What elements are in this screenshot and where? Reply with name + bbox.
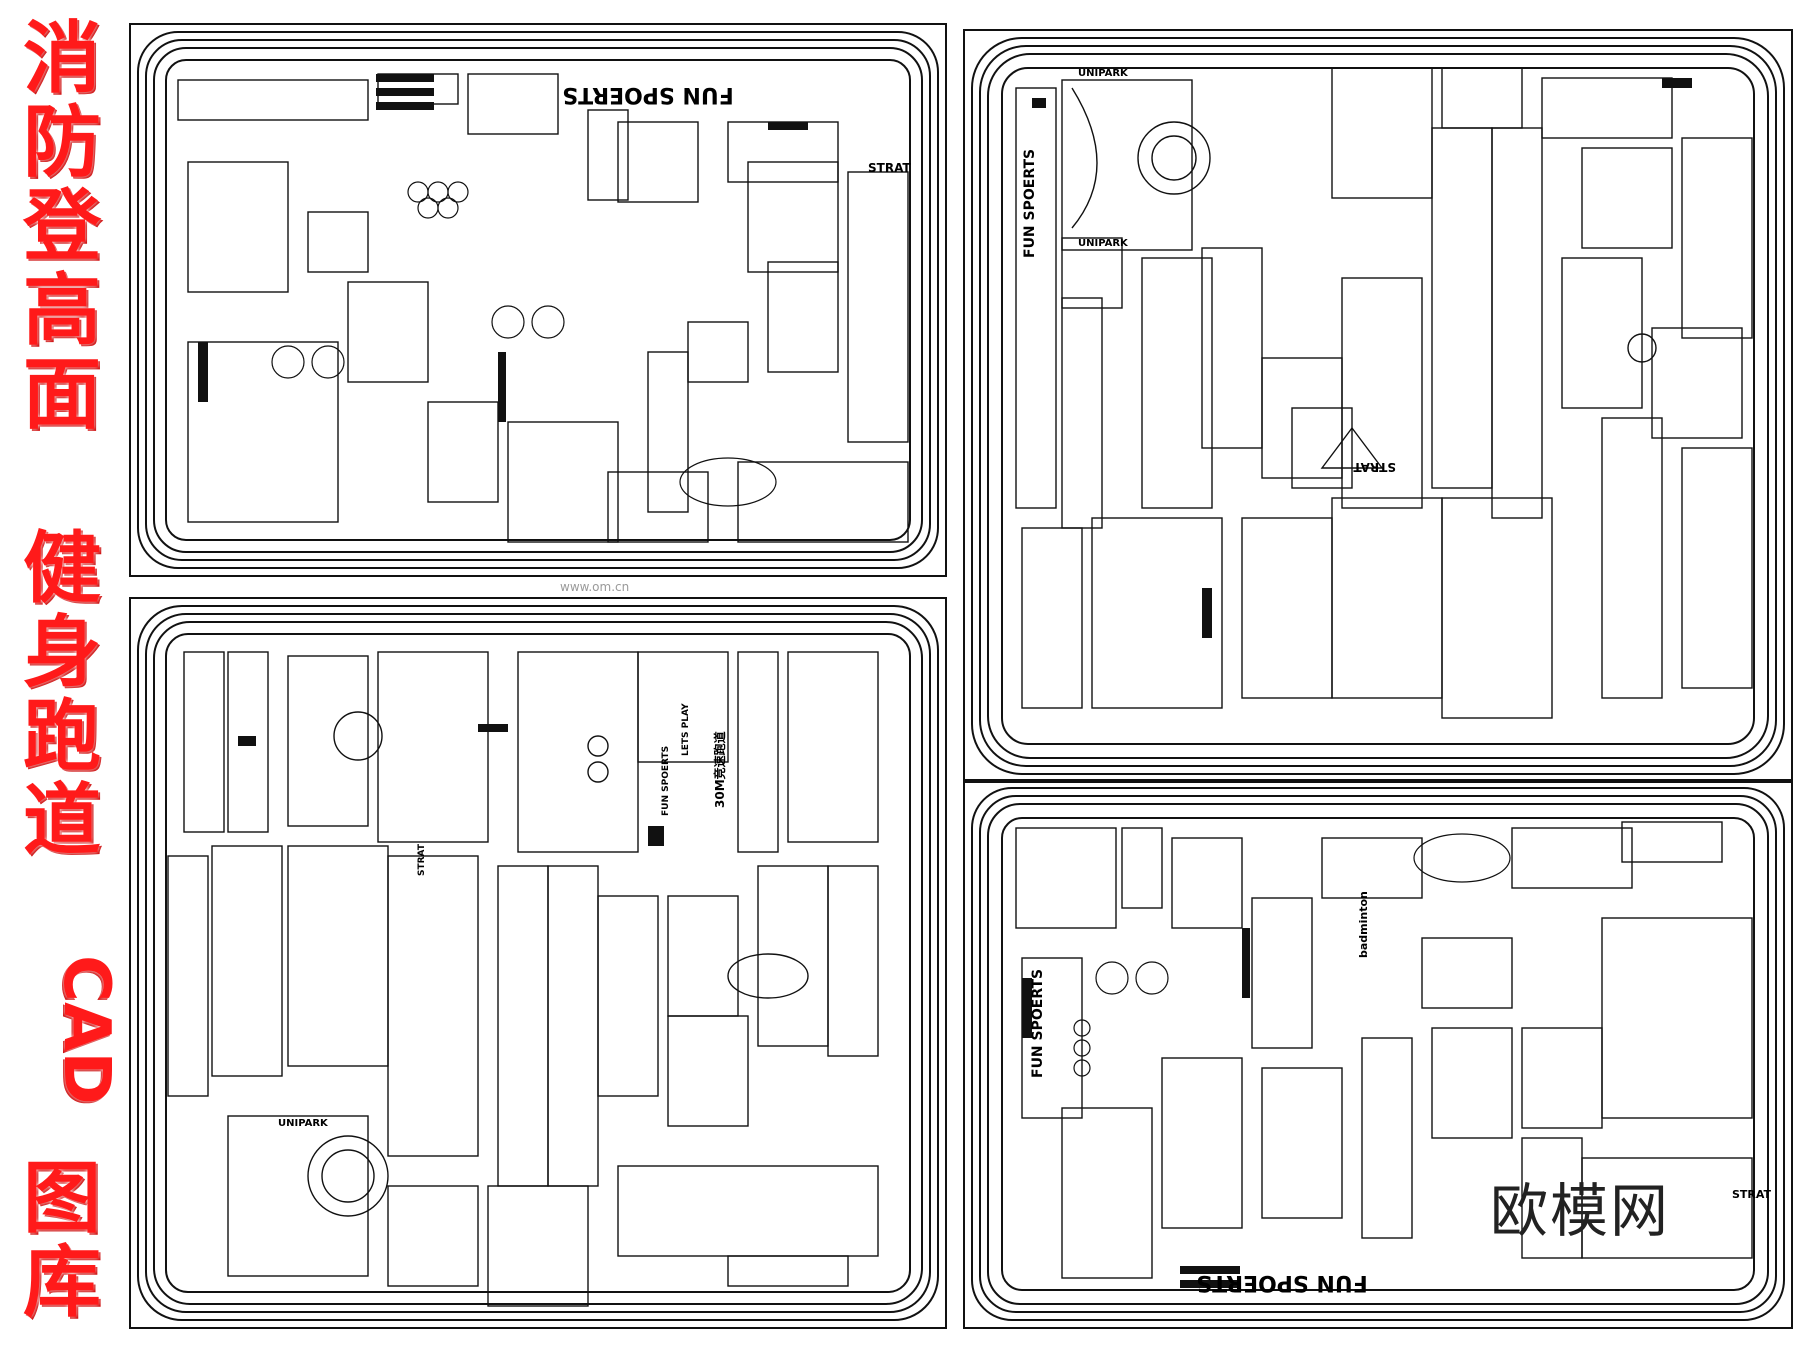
strat-label: STRAT (417, 843, 427, 876)
title-char: 高 (22, 266, 101, 356)
sheet-bottom-right: badminton FUN SPOERTS FUN SPOERTS STRAT (963, 779, 1793, 1329)
title-char: 跑 (22, 692, 101, 782)
sheet-bottom-left: 30M竞速跑道 LETS PLAY FUN SPOERTS STRAT UNIP… (129, 597, 947, 1329)
watermark-url: www.om.cn (560, 580, 630, 594)
title-char: 道 (22, 776, 101, 866)
fun-sports-label: FUN SPOERTS (1022, 149, 1038, 258)
strat-label: STRAT (1732, 1188, 1772, 1201)
dash-label: 30M竞速跑道 (712, 731, 727, 808)
title-char: 图 (22, 1154, 101, 1244)
unipark-label: UNIPARK (278, 1118, 329, 1129)
title-char: 消 (22, 14, 101, 104)
unipark-label-2: UNIPARK (1078, 238, 1129, 249)
fun-sports-label-2: FUN SPOERTS (1030, 969, 1046, 1078)
title-char: 身 (22, 608, 101, 698)
fun-sports-label: FUN SPOERTS (661, 746, 671, 816)
title-char: 库 (22, 1238, 101, 1328)
fun-sports-label: FUN SPOERTS (1196, 1270, 1367, 1295)
sheet-top-right: UNIPARK UNIPARK STRAT FUN SPOERTS (963, 29, 1793, 783)
strat-label: STRAT (868, 161, 911, 175)
badminton-label: badminton (1357, 891, 1370, 958)
unipark-label: UNIPARK (1078, 68, 1129, 79)
title-char: 防 (22, 98, 101, 188)
vertical-title: 消 防 登 高 面 健 身 跑 道 CAD 图 库 (6, 14, 123, 1330)
watermark-text: 欧模网 (1490, 1177, 1671, 1245)
title-char: 健 (22, 524, 101, 614)
title-char: 面 (22, 350, 101, 440)
fun-sports-label: FUN SPOERTS (562, 82, 733, 107)
title-cad: CAD (49, 955, 123, 1105)
strat-label: STRAT (1353, 460, 1396, 474)
sheet-top-left: FUN SPOERTS STRAT (129, 23, 947, 577)
lets-play-label: LETS PLAY (681, 703, 691, 756)
title-char: 登 (22, 182, 101, 272)
